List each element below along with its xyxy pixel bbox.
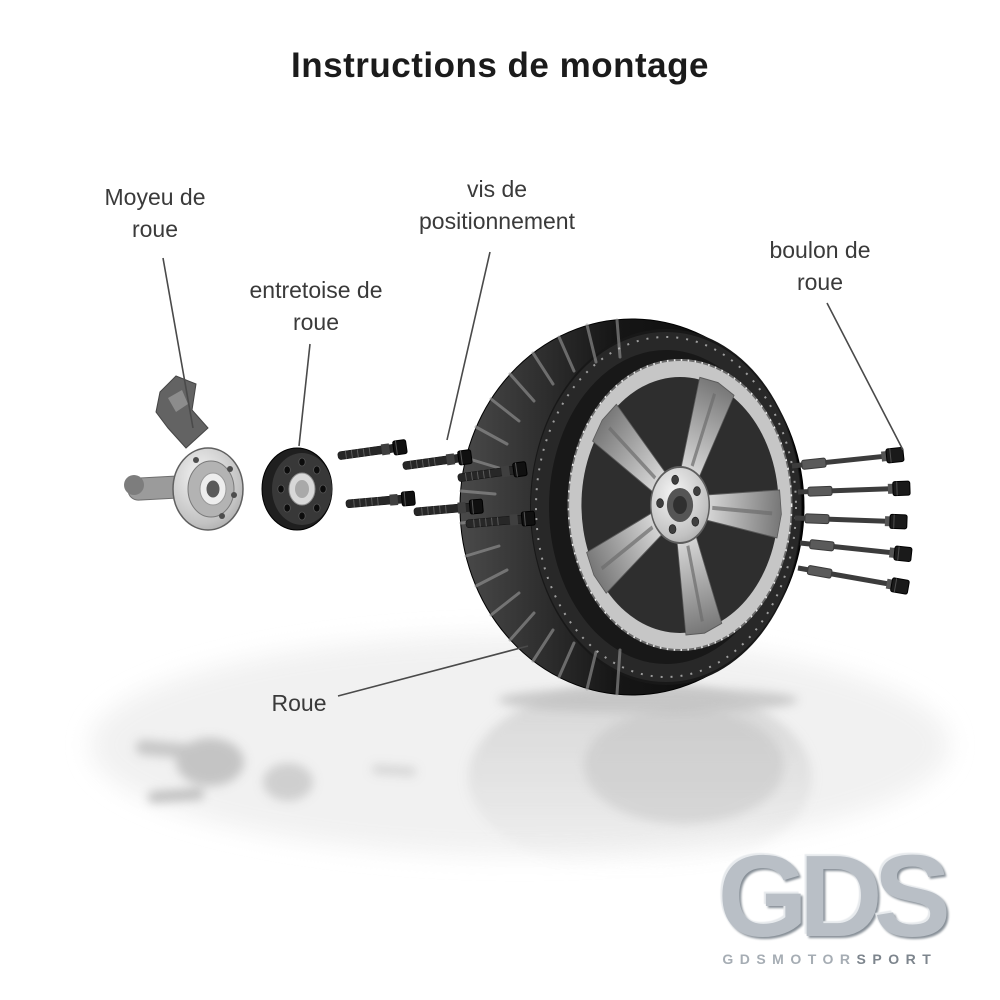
- wheel-bolts-illustration: [791, 447, 913, 595]
- wheel-spacer-illustration: [261, 447, 333, 531]
- lug-holes: [656, 474, 701, 535]
- label-wheel-hub: Moyeu de roue: [104, 184, 206, 242]
- leader-line-screws: [446, 251, 491, 441]
- gds-logo-subtext: GDSMOTORSPORT: [718, 952, 942, 966]
- gds-motorsport-logo: GDS GDSMOTORSPORT: [717, 830, 951, 966]
- label-positioning-screws: vis de positionnement: [419, 176, 575, 234]
- wheel-hub-illustration: [124, 375, 244, 531]
- rim-spokes: [586, 376, 782, 636]
- gds-logo-text: GDS: [717, 830, 951, 961]
- label-wheel-bolt: boulon de roue: [769, 237, 871, 295]
- leader-line-bolt: [826, 302, 904, 451]
- label-wheel: Roue: [271, 690, 327, 716]
- page-title: Instructions de montage: [291, 46, 709, 85]
- gds-logo-subtext-accent: SPORT: [856, 951, 938, 967]
- positioning-screws-illustration: [337, 439, 536, 528]
- gds-logo-subtext-primary: GDSMOTOR: [722, 951, 857, 967]
- ground-reflection: [90, 635, 950, 874]
- leader-line-wheel: [337, 645, 529, 697]
- leader-line-hub: [162, 257, 194, 429]
- leader-line-spacer: [298, 343, 311, 447]
- label-wheel-spacer: entretoise de roue: [249, 277, 383, 335]
- wheel-illustration: [459, 318, 805, 696]
- hub-reflection: [136, 738, 416, 803]
- wheel-rim: [567, 359, 793, 651]
